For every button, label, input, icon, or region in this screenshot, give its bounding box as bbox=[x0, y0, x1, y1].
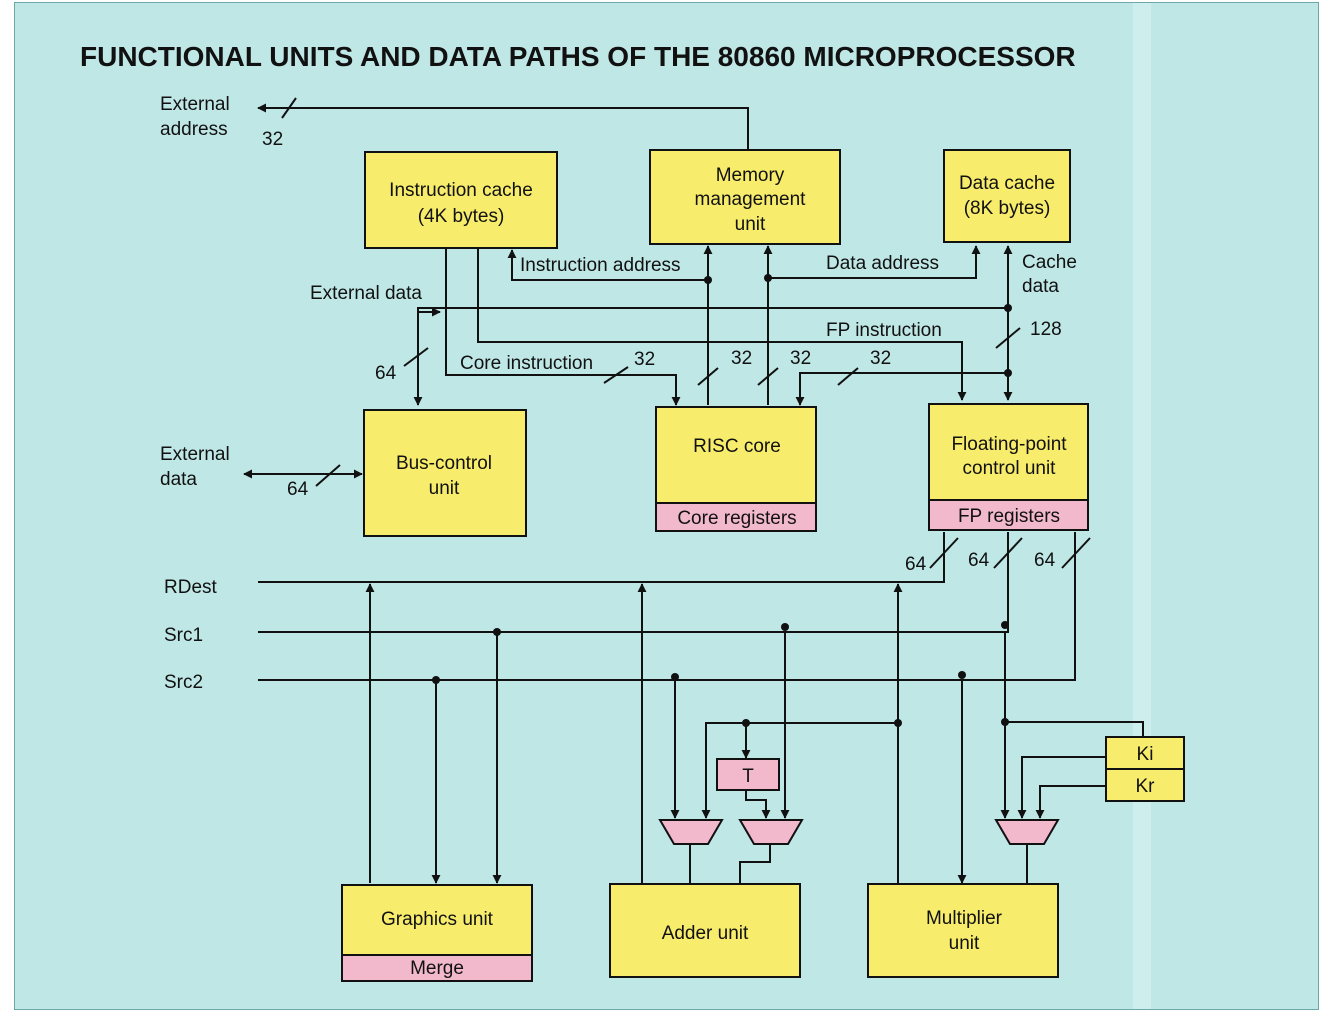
instruction-cache-size: (4K bytes) bbox=[418, 206, 505, 227]
fp-register-width-1: 64 bbox=[905, 554, 927, 575]
instruction-address-width: 32 bbox=[731, 348, 752, 369]
fp-control-label-line2: control unit bbox=[963, 458, 1057, 479]
core-registers-label: Core registers bbox=[677, 508, 796, 529]
core-instruction-label: Core instruction bbox=[460, 353, 593, 374]
junction-dots bbox=[432, 274, 1012, 727]
adder-unit-box bbox=[609, 883, 801, 978]
ki-register-label: Ki bbox=[1137, 744, 1154, 765]
core-instruction-path bbox=[445, 248, 681, 406]
instruction-address-label: Instruction address bbox=[520, 255, 681, 276]
fp-register-width-2: 64 bbox=[968, 550, 990, 571]
data-cache-box bbox=[943, 149, 1071, 243]
kr-register-label: Kr bbox=[1136, 776, 1156, 797]
fp-control-label-line1: Floating-point bbox=[951, 434, 1067, 455]
data-address-width: 32 bbox=[790, 348, 811, 369]
instruction-cache-label: Instruction cache bbox=[389, 180, 533, 201]
adder-input-mux-1 bbox=[658, 819, 724, 845]
external-data-width: 64 bbox=[287, 479, 309, 500]
kr-register-box bbox=[1105, 768, 1185, 802]
fp-registers-label: FP registers bbox=[958, 506, 1060, 527]
multiplier-feedback-to-adder bbox=[701, 722, 898, 819]
external-data-left-label-line2: data bbox=[160, 469, 197, 490]
graphics-unit-box bbox=[341, 884, 533, 956]
src2-bus bbox=[258, 532, 1076, 681]
mmu-label-line3: unit bbox=[735, 214, 766, 235]
mmu-label-line1: Memory bbox=[716, 165, 785, 186]
merge-register-label: Merge bbox=[410, 958, 464, 979]
instruction-cache-box bbox=[364, 151, 558, 249]
external-address-label-line1: External bbox=[160, 94, 230, 115]
adder-unit-label: Adder unit bbox=[662, 923, 749, 944]
multiplier-label-line1: Multiplier bbox=[926, 908, 1003, 929]
core-instruction-width: 32 bbox=[634, 349, 655, 370]
external-data-bus-top bbox=[413, 307, 1008, 406]
fp-registers-box bbox=[928, 499, 1089, 531]
src1-bus bbox=[258, 532, 1009, 633]
src1-label: Src1 bbox=[164, 625, 203, 646]
adder-input-mux-2 bbox=[738, 819, 804, 845]
cache-data-width: 128 bbox=[1030, 319, 1062, 340]
cache-data-label-line2: data bbox=[1022, 276, 1059, 297]
multiplier-input-mux bbox=[994, 819, 1060, 845]
fp-register-width-3: 64 bbox=[1034, 550, 1056, 571]
core-registers-box bbox=[655, 502, 817, 532]
data-cache-size: (8K bytes) bbox=[964, 198, 1051, 219]
bus-control-label-line1: Bus-control bbox=[396, 453, 492, 474]
data-address-label: Data address bbox=[826, 253, 939, 274]
external-address-label-line2: address bbox=[160, 119, 228, 140]
bus-control-unit-box bbox=[363, 409, 527, 537]
fp-to-core-width: 32 bbox=[870, 348, 891, 369]
src1-to-ki bbox=[1005, 721, 1144, 737]
risc-core-box bbox=[655, 406, 817, 504]
src2-label: Src2 bbox=[164, 672, 203, 693]
data-cache-label: Data cache bbox=[959, 173, 1055, 194]
bus-width-slashes bbox=[281, 97, 1091, 569]
external-address-width: 32 bbox=[262, 129, 283, 150]
external-data-top-label: External data bbox=[310, 283, 422, 304]
t-register-label: T bbox=[742, 766, 754, 787]
bus-control-label-line2: unit bbox=[429, 478, 460, 499]
external-address-path bbox=[257, 103, 749, 150]
risc-core-label: RISC core bbox=[693, 436, 781, 457]
t-register-box bbox=[716, 758, 780, 791]
fp-instruction-path bbox=[477, 248, 967, 401]
adder-mux2-out bbox=[739, 844, 771, 883]
multiplier-unit-box bbox=[867, 883, 1059, 978]
cache-data-label-line1: Cache bbox=[1022, 252, 1077, 273]
ki-register-box bbox=[1105, 736, 1185, 770]
fp-control-unit-box bbox=[928, 403, 1089, 501]
kr-to-mux bbox=[1035, 785, 1106, 819]
diagram-title: FUNCTIONAL UNITS AND DATA PATHS OF THE 8… bbox=[80, 41, 1076, 72]
rdest-label: RDest bbox=[164, 577, 218, 598]
cache-data-to-core-path bbox=[795, 372, 1008, 406]
external-data-left-label-line1: External bbox=[160, 444, 230, 465]
mmu-box bbox=[649, 149, 841, 245]
ki-to-mux bbox=[1017, 756, 1106, 819]
rdest-bus bbox=[258, 532, 945, 583]
fp-instruction-label: FP instruction bbox=[826, 320, 942, 341]
t-to-mux bbox=[745, 790, 771, 819]
merge-register-box bbox=[341, 954, 533, 982]
graphics-unit-label: Graphics unit bbox=[381, 909, 494, 930]
bus-control-top-width: 64 bbox=[375, 363, 397, 384]
mmu-label-line2: management bbox=[695, 189, 807, 210]
multiplier-label-line2: unit bbox=[949, 933, 980, 954]
